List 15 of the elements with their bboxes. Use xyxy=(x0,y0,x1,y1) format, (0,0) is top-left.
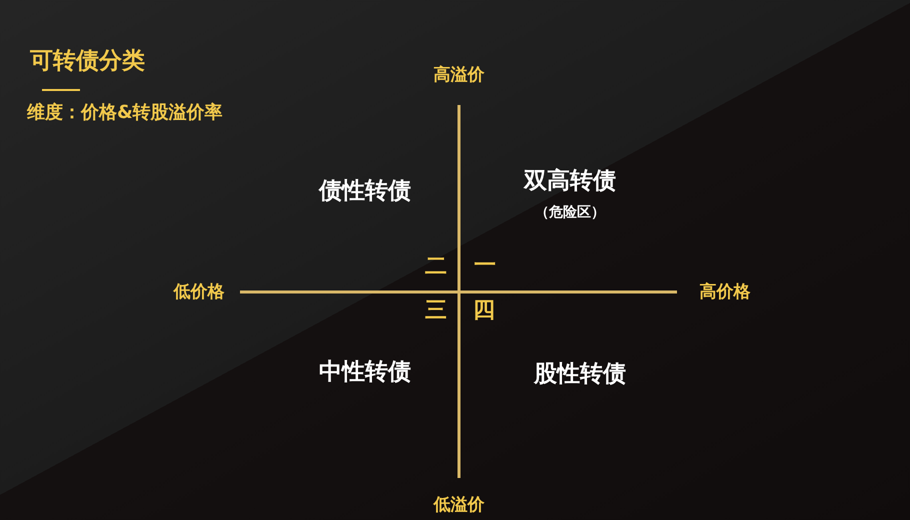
quadrant-note: （危险区） xyxy=(535,204,605,222)
subtitle: 维度：价格&转股溢价率 xyxy=(27,102,223,124)
axis-label: 高价格 xyxy=(700,282,750,302)
axis-label: 高溢价 xyxy=(434,64,484,86)
quadrant-label: 债性转债 xyxy=(319,178,411,206)
axis-label: 低溢价 xyxy=(434,494,484,516)
quadrant-number: 四 xyxy=(473,298,495,324)
quadrant-number: 三 xyxy=(425,298,447,324)
title: 可转债分类 xyxy=(30,48,145,76)
axis-label: 低价格 xyxy=(174,282,224,302)
quadrant-number: 二 xyxy=(425,254,447,280)
quadrant-number: 一 xyxy=(474,252,496,280)
quadrant-label: 中性转债 xyxy=(319,359,411,387)
quadrant-label: 双高转债 xyxy=(524,168,616,196)
quadrant-label: 股性转债 xyxy=(534,361,626,389)
